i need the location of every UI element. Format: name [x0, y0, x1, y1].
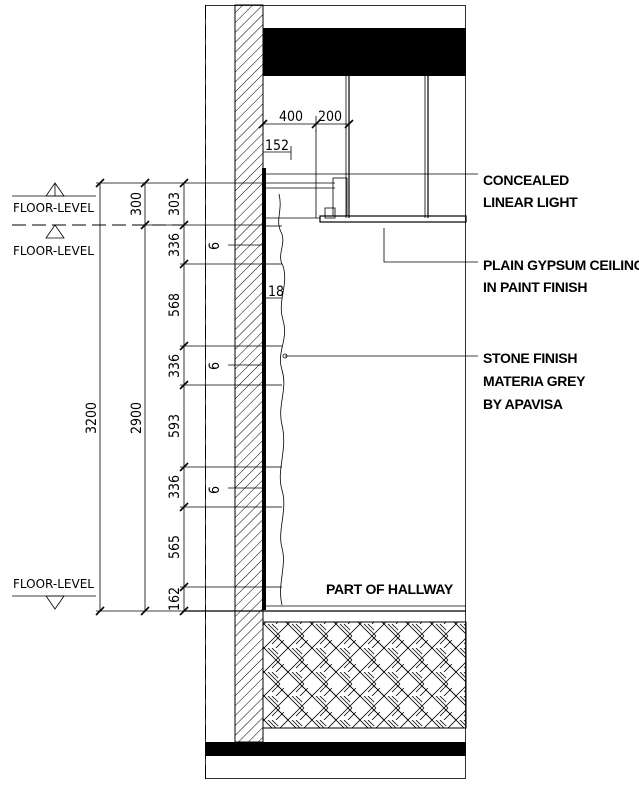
callout-ceiling-1: PLAIN GYPSUM CEILING	[483, 257, 639, 273]
dim-finished-height: 2900	[129, 402, 145, 434]
dim-joint-a: 6	[207, 242, 223, 250]
svg-text:FLOOR-LEVEL: FLOOR-LEVEL	[13, 201, 94, 215]
gypsum-ceiling	[319, 215, 467, 223]
callout-light-1: CONCEALED	[483, 172, 569, 188]
dim-ceiling-gap: 300	[129, 192, 145, 216]
room-label: PART OF HALLWAY	[326, 581, 454, 597]
dim-joint-b: 6	[207, 362, 223, 370]
dim-joint-c: 6	[207, 486, 223, 494]
dim-course-4: 336	[167, 354, 183, 378]
level-marker-top: FLOOR-LEVEL	[12, 182, 96, 215]
stone-wavy-profile	[278, 193, 286, 606]
ceiling-slab	[263, 28, 466, 76]
dim-top-width: 400	[279, 109, 303, 125]
dim-light-width: 200	[318, 109, 342, 125]
stone-cladding	[262, 168, 266, 610]
dim-course-7: 565	[167, 535, 183, 559]
callout-stone-2: MATERIA GREY	[483, 373, 586, 389]
svg-text:FLOOR-LEVEL: FLOOR-LEVEL	[13, 244, 94, 258]
dim-overall-height: 3200	[84, 402, 100, 434]
dim-course-1: 303	[167, 192, 183, 216]
floor-black-band	[205, 742, 466, 756]
dim-course-3: 568	[167, 293, 183, 317]
callout-light-2: LINEAR LIGHT	[483, 194, 578, 210]
dim-course-6: 336	[167, 475, 183, 499]
dim-course-8: 162	[167, 587, 183, 611]
dim-course-2: 336	[167, 233, 183, 257]
level-marker-bottom: FLOOR-LEVEL	[12, 577, 96, 610]
dim-offset-152: 152	[265, 138, 289, 154]
callout-ceiling-2: IN PAINT FINISH	[483, 279, 587, 295]
dim-stone-thickness: 18	[268, 284, 284, 300]
dim-course-5: 593	[167, 414, 183, 438]
callout-stone-3: BY APAVISA	[483, 396, 563, 412]
wall-section	[234, 4, 264, 743]
svg-text:FLOOR-LEVEL: FLOOR-LEVEL	[13, 577, 94, 591]
callout-stone-1: STONE FINISH	[483, 350, 577, 366]
light-box	[332, 177, 348, 217]
level-marker-mid: FLOOR-LEVEL	[12, 224, 184, 258]
floor-slab	[262, 621, 467, 729]
leader-ceiling	[383, 228, 478, 263]
